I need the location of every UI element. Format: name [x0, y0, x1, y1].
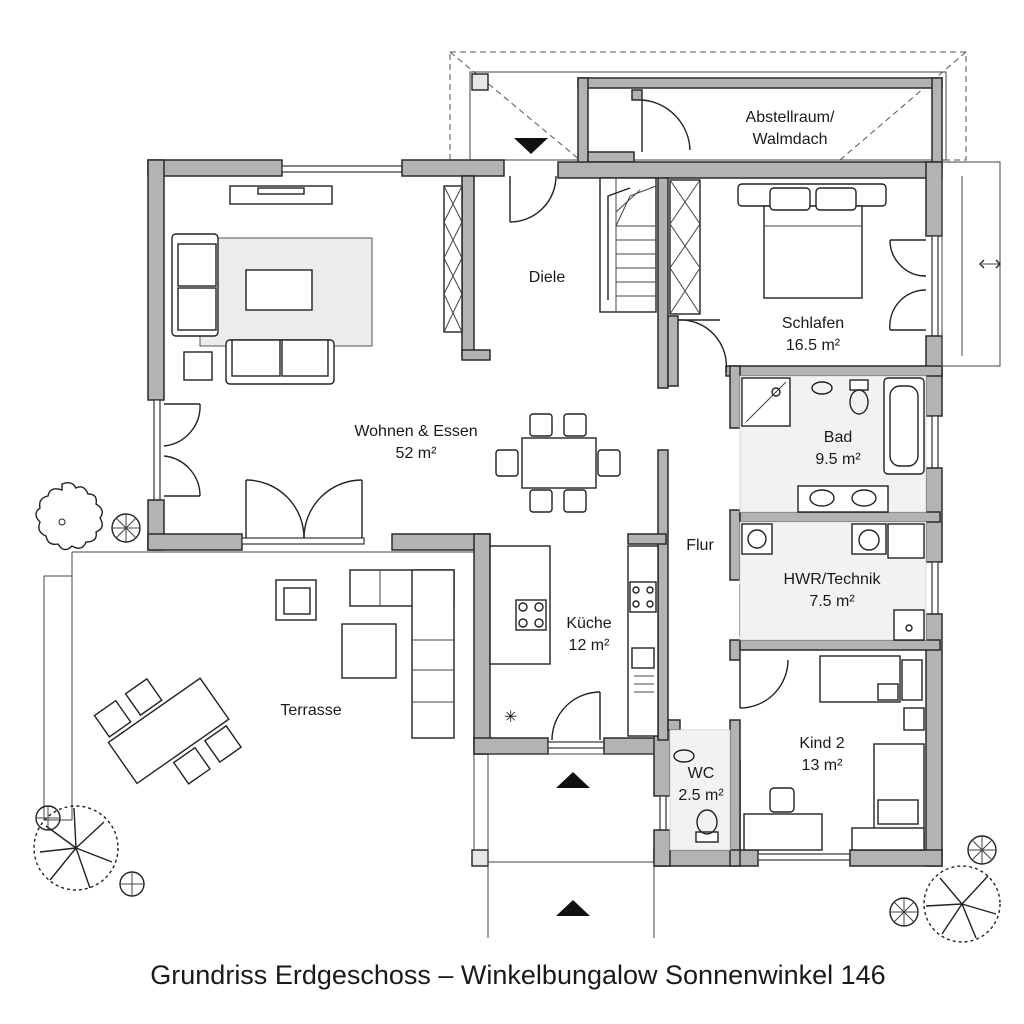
plant-symbol: ✳ [504, 709, 517, 726]
schlafen-balcony-door[interactable] [889, 239, 927, 331]
shrub-icon [889, 835, 997, 927]
entrance-arrow-icon [514, 138, 590, 916]
room-labels: Abstellraum/ Walmdach Diele Schlafen 16.… [280, 109, 881, 804]
shrub-icon [35, 805, 145, 897]
abstellraum-label-2: Walmdach [753, 131, 828, 148]
tree-icon [33, 805, 119, 891]
kueche-label: Küche [566, 615, 611, 632]
toilet-icon [849, 379, 869, 415]
schlafen-label: Schlafen [782, 315, 844, 332]
right-balcony [941, 161, 1001, 367]
schlafen-area: 16.5 m² [786, 337, 841, 354]
hwr-area: 7.5 m² [809, 593, 855, 610]
bad-area: 9.5 m² [815, 451, 861, 468]
terrasse-label: Terrasse [280, 702, 341, 719]
abstellraum-label: Abstellraum/ [746, 109, 835, 126]
kitchen-sink-icon [631, 647, 655, 693]
tree-icon [35, 481, 103, 551]
shower-icon [741, 377, 791, 427]
kind2-door[interactable] [739, 659, 789, 709]
diele-label: Diele [529, 269, 566, 286]
stove-icon [515, 599, 547, 631]
wc-area: 2.5 m² [678, 787, 724, 804]
roof-outline [449, 51, 967, 161]
wohnen-area: 52 m² [396, 445, 438, 462]
hwr-fixtures [739, 521, 927, 641]
wohnen-label: Wohnen & Essen [354, 423, 477, 440]
bathtub-icon [883, 377, 925, 475]
living-furniture [171, 185, 621, 513]
kind2-label: Kind 2 [799, 735, 844, 752]
doors [163, 175, 927, 741]
schlafen-door[interactable] [677, 319, 728, 373]
wc-toilet-icon [695, 809, 719, 843]
hwr-label: HWR/Technik [784, 571, 882, 588]
flur-label: Flur [686, 537, 714, 554]
sink-icon [811, 381, 833, 395]
kind2-furniture [743, 655, 925, 851]
washing-machine-icon [741, 523, 925, 559]
bad-label: Bad [824, 429, 852, 446]
schlafen-furniture [737, 183, 887, 299]
terrace-door[interactable] [245, 479, 363, 539]
plan-title: Grundriss Erdgeschoss – Winkelbungalow S… [150, 960, 885, 990]
shrub-icon [111, 513, 141, 543]
kueche-furniture: ✳ [489, 545, 659, 737]
terrasse-furniture [93, 569, 455, 785]
double-sink [797, 485, 889, 513]
kind2-area: 13 m² [802, 757, 844, 774]
living-left-door[interactable] [163, 403, 201, 497]
staircase [599, 177, 701, 315]
wc-fixtures [669, 729, 731, 851]
abstellraum-door[interactable] [641, 99, 691, 152]
diele-door[interactable] [509, 175, 557, 223]
kueche-area: 12 m² [569, 637, 611, 654]
bad-fixtures [739, 375, 927, 513]
tree-icon [923, 865, 1001, 943]
wc-label: WC [688, 765, 715, 782]
terrasse-outline [43, 551, 655, 938]
kueche-door[interactable] [551, 691, 601, 741]
